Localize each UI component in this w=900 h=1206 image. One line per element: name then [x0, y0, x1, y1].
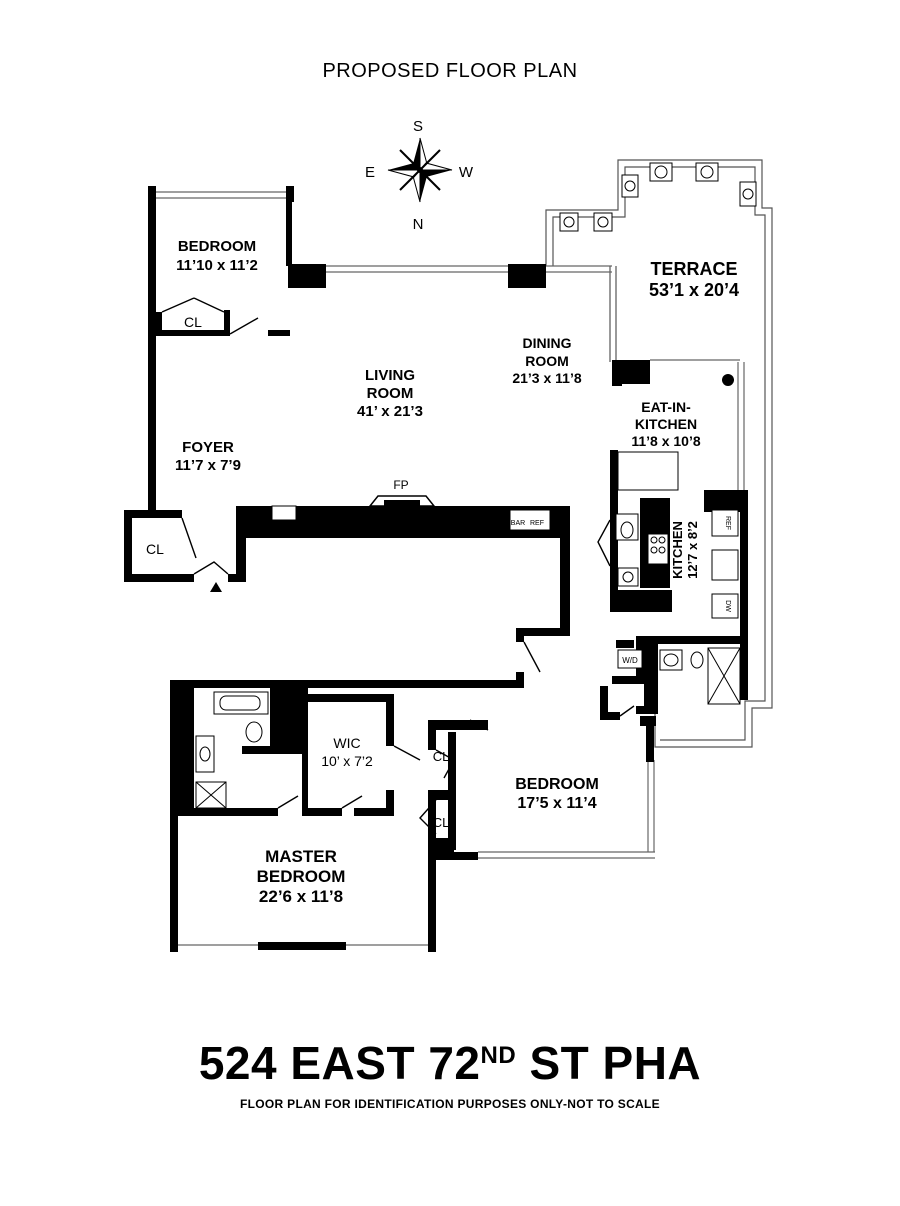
bar-label: BAR: [511, 520, 525, 527]
compass-rose-icon: [387, 137, 453, 203]
address-tail: ST PHA: [516, 1037, 702, 1089]
living-room-name-1: LIVING: [365, 367, 415, 384]
kitchen-ref-label: REF: [724, 516, 731, 530]
address-superscript: ND: [480, 1042, 517, 1069]
foyer-closet-label: CL: [146, 541, 164, 557]
wic-dims: 10’ x 7’2: [321, 753, 373, 769]
compass-west-label: W: [459, 164, 474, 181]
dining-room-name-2: ROOM: [525, 353, 569, 369]
closet1-label: CL: [184, 314, 202, 330]
door-swings: [161, 297, 635, 835]
kitchen-fixtures: [509, 451, 741, 705]
disclaimer-text: FLOOR PLAN FOR IDENTIFICATION PURPOSES O…: [240, 1097, 660, 1111]
window-lines: [152, 191, 745, 946]
eat-in-kitchen-name-2: KITCHEN: [635, 416, 697, 432]
dining-room-dims: 21’3 x 11’8: [512, 370, 582, 386]
washer-dryer-label: W/D: [622, 656, 638, 665]
terrace-name: TERRACE: [650, 259, 737, 279]
plan-title: PROPOSED FLOOR PLAN: [322, 60, 578, 82]
entry-arrow-icon: [210, 582, 222, 592]
bar-ref-label: REF: [530, 520, 544, 527]
foyer-dims: 11’7 x 7’9: [175, 457, 241, 474]
wic-name: WIC: [333, 735, 360, 751]
fireplace-icon: [271, 495, 436, 521]
walls: [124, 186, 748, 952]
closet3-label: CL: [433, 815, 450, 830]
fireplace-label: FP: [393, 478, 408, 492]
bedroom2-dims: 17’5 x 11’4: [517, 795, 596, 812]
bedroom2-name: BEDROOM: [515, 776, 599, 793]
address-main: 524 EAST 72: [198, 1037, 481, 1089]
dishwasher-label: DW: [724, 600, 731, 612]
property-address: 524 EAST 72ND ST PHA: [0, 1036, 900, 1090]
living-room-dims: 41’ x 21’3: [357, 403, 423, 420]
kitchen-dims: 12’7 x 8’2: [685, 521, 700, 579]
kitchen-name: KITCHEN: [670, 521, 685, 579]
foyer-name: FOYER: [182, 439, 234, 456]
master-bedroom-name-2: BEDROOM: [257, 867, 346, 886]
column-icon: [722, 374, 734, 386]
living-room-name-2: ROOM: [367, 385, 414, 402]
compass-north-label: N: [413, 216, 424, 233]
master-bedroom-dims: 22’6 x 11’8: [259, 887, 343, 906]
compass-east-label: E: [365, 164, 375, 181]
bedroom1-dims: 11’10 x 11’2: [176, 257, 258, 274]
dining-room-name-1: DINING: [523, 335, 572, 351]
closet2-label: CL: [433, 749, 450, 764]
terrace-dims: 53’1 x 20’4: [649, 280, 739, 300]
bath-fixtures: [195, 691, 269, 809]
master-bedroom-name-1: MASTER: [265, 847, 337, 866]
eat-in-kitchen-name-1: EAT-IN-: [641, 399, 691, 415]
eat-in-kitchen-dims: 11’8 x 10’8: [631, 433, 701, 449]
terrace-planters: [559, 162, 757, 232]
compass-south-label: S: [413, 118, 423, 135]
bedroom1-name: BEDROOM: [178, 238, 256, 255]
